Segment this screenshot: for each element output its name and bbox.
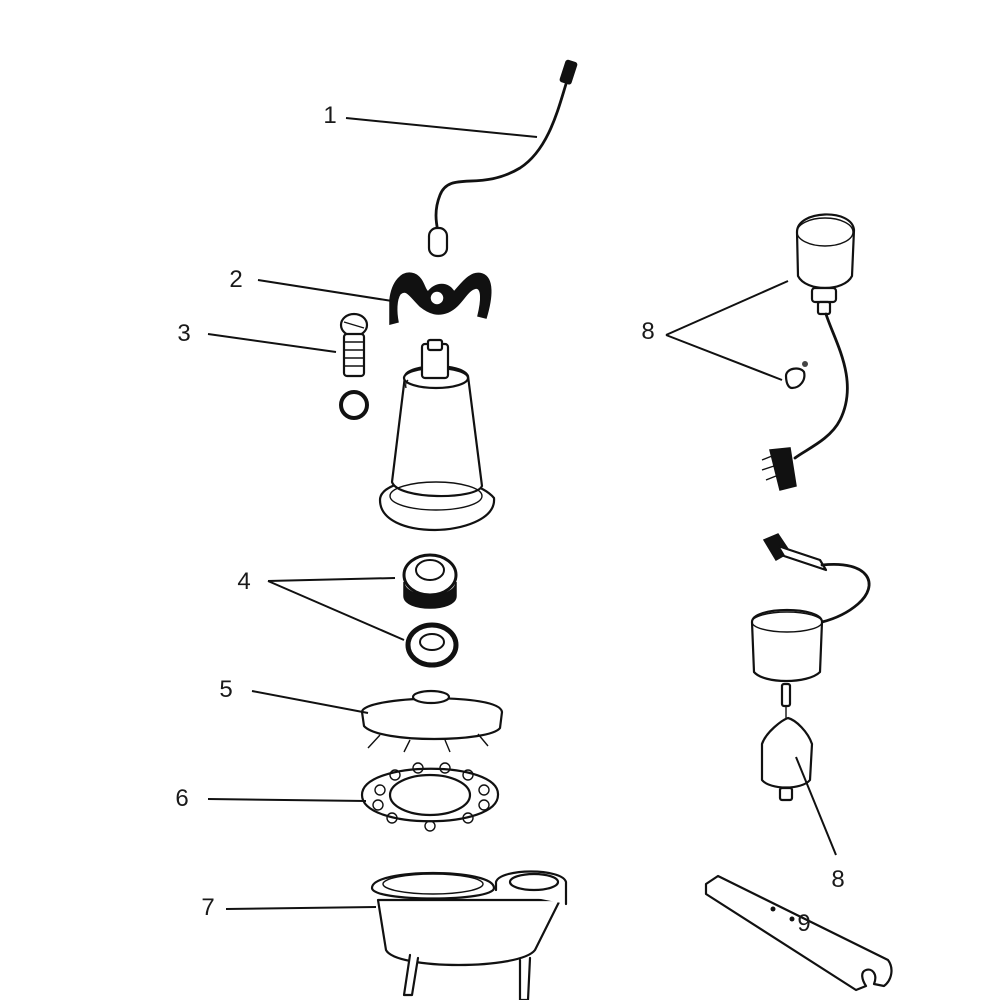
motor-housing xyxy=(378,338,496,532)
leader-lines xyxy=(207,117,837,910)
impeller-part-5 xyxy=(360,689,504,753)
tethered-float-switch-part-8 xyxy=(761,213,856,491)
callout-9: 9 xyxy=(797,910,810,937)
vertical-float-switch-part-8 xyxy=(750,533,871,802)
callout-3: 3 xyxy=(177,320,190,347)
callout-2: 2 xyxy=(229,266,242,293)
callout-5: 5 xyxy=(219,676,232,703)
callout-8-bottom: 8 xyxy=(831,866,844,893)
screw-part-3 xyxy=(339,312,369,420)
callout-8-top: 8 xyxy=(641,318,654,345)
base-part-7 xyxy=(370,870,568,1000)
gasket-part-6 xyxy=(360,762,500,832)
clip-part-2 xyxy=(389,272,492,325)
bracket-part-9 xyxy=(704,874,893,992)
callout-7: 7 xyxy=(201,894,214,921)
callout-1: 1 xyxy=(323,102,336,129)
callout-labels: 1 2 3 4 5 6 7 8 8 9 xyxy=(175,102,844,937)
callout-4: 4 xyxy=(237,568,250,595)
seals-part-4 xyxy=(402,553,459,668)
power-cord-part-1 xyxy=(427,59,578,258)
callout-6: 6 xyxy=(175,785,188,812)
